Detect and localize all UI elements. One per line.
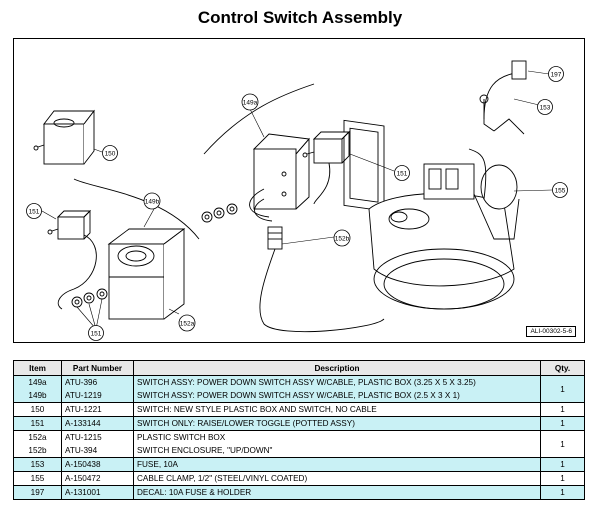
toggle-switch-151-left xyxy=(47,209,97,310)
part-cell: ATU-1215 xyxy=(61,430,134,444)
part-cell: ATU-1219 xyxy=(61,389,134,403)
callout-197: 197 xyxy=(548,66,564,82)
callout-152b: 152b xyxy=(333,229,351,247)
part-cell: A-150472 xyxy=(61,471,134,486)
header-part-number: Part Number xyxy=(61,360,134,376)
fuse-holder xyxy=(468,60,527,200)
qty-cell: 1 xyxy=(540,457,585,472)
nut-washer-set xyxy=(201,203,238,223)
toggle-switch-151-right xyxy=(302,130,351,205)
svg-text:150: 150 xyxy=(105,151,116,158)
table-row: 149a ATU-396 SWITCH ASSY: POWER DOWN SWI… xyxy=(13,375,585,403)
qty-cell: 1 xyxy=(540,402,585,417)
parts-table: Item Part Number Description Qty. 149a A… xyxy=(13,360,585,500)
header-description: Description xyxy=(133,360,541,376)
item-cell: 152b xyxy=(13,444,62,458)
item-cell: 153 xyxy=(13,457,62,472)
svg-text:149a: 149a xyxy=(243,100,258,107)
table-header-row: Item Part Number Description Qty. xyxy=(13,360,585,376)
svg-text:197: 197 xyxy=(551,72,562,79)
svg-text:155: 155 xyxy=(555,188,566,195)
switch-box-150 xyxy=(33,109,95,165)
svg-text:152b: 152b xyxy=(335,236,350,243)
callout-152a: 152a xyxy=(178,314,196,332)
qty-cell: 1 xyxy=(540,485,585,500)
description-cell: SWITCH: NEW STYLE PLASTIC BOX AND SWITCH… xyxy=(133,402,541,417)
part-cell: ATU-396 xyxy=(61,375,134,389)
table-row: 152b ATU-394 SWITCH ENCLOSURE, "UP/DOWN" xyxy=(13,444,585,458)
svg-text:153: 153 xyxy=(540,105,551,112)
power-unit xyxy=(368,163,520,310)
description-cell: SWITCH ONLY: RAISE/LOWER TOGGLE (POTTED … xyxy=(133,416,541,431)
description-cell: SWITCH ASSY: POWER DOWN SWITCH ASSY W/CA… xyxy=(133,375,541,389)
table-row: 149b ATU-1219 SWITCH ASSY: POWER DOWN SW… xyxy=(13,389,585,403)
table-row: 153 A-150438 FUSE, 10A 1 xyxy=(13,457,585,472)
qty-cell: 1 xyxy=(540,375,585,403)
callout-153: 153 xyxy=(537,99,553,115)
table-row: 155 A-150472 CABLE CLAMP, 1/2" (STEEL/VI… xyxy=(13,471,585,486)
header-item: Item xyxy=(13,360,62,376)
switch-enclosure-152b xyxy=(249,133,310,222)
description-cell: DECAL: 10A FUSE & HOLDER xyxy=(133,485,541,500)
toggle-nuts-151 xyxy=(71,288,108,308)
callout-155: 155 xyxy=(552,182,568,198)
description-cell: FUSE, 10A xyxy=(133,457,541,472)
qty-cell: 1 xyxy=(540,430,585,458)
part-cell: ATU-1221 xyxy=(61,402,134,417)
document-number: ALI-00302-5-6 xyxy=(526,326,576,337)
callout-151-bottom: 151 xyxy=(88,325,104,341)
exploded-view-drawing: 150 151 149b 152a 151 149a 152b 151 155 … xyxy=(13,38,585,343)
part-cell: A-131001 xyxy=(61,485,134,500)
callout-149b: 149b xyxy=(143,192,161,210)
description-cell: SWITCH ENCLOSURE, "UP/DOWN" xyxy=(133,444,541,458)
plastic-switch-box-152a xyxy=(107,228,186,320)
parts-illustration: 150 151 149b 152a 151 149a 152b 151 155 … xyxy=(26,60,568,341)
item-cell: 150 xyxy=(13,402,62,417)
svg-text:151: 151 xyxy=(29,209,40,216)
callout-151-right: 151 xyxy=(394,165,410,181)
table-row: 151 A-133144 SWITCH ONLY: RAISE/LOWER TO… xyxy=(13,416,585,431)
cable-gland xyxy=(259,226,385,333)
table-row: 152a ATU-1215 PLASTIC SWITCH BOX 1 xyxy=(13,430,585,458)
part-cell: ATU-394 xyxy=(61,444,134,458)
item-cell: 155 xyxy=(13,471,62,486)
item-cell: 197 xyxy=(13,485,62,500)
qty-cell: 1 xyxy=(540,416,585,431)
table-row: 150 ATU-1221 SWITCH: NEW STYLE PLASTIC B… xyxy=(13,402,585,417)
svg-text:149b: 149b xyxy=(145,199,160,206)
callout-151-left: 151 xyxy=(26,203,42,219)
item-cell: 149b xyxy=(13,389,62,403)
table-row: 197 A-131001 DECAL: 10A FUSE & HOLDER 1 xyxy=(13,485,585,500)
callout-150: 150 xyxy=(102,145,118,161)
description-cell: SWITCH ASSY: POWER DOWN SWITCH ASSY W/CA… xyxy=(133,389,541,403)
svg-text:151: 151 xyxy=(91,331,102,338)
description-cell: PLASTIC SWITCH BOX xyxy=(133,430,541,444)
item-cell: 152a xyxy=(13,430,62,444)
part-cell: A-150438 xyxy=(61,457,134,472)
description-cell: CABLE CLAMP, 1/2" (STEEL/VINYL COATED) xyxy=(133,471,541,486)
svg-text:152a: 152a xyxy=(180,321,195,328)
item-cell: 149a xyxy=(13,375,62,389)
item-cell: 151 xyxy=(13,416,62,431)
svg-text:151: 151 xyxy=(397,171,408,178)
page-title: Control Switch Assembly xyxy=(197,8,403,27)
part-cell: A-133144 xyxy=(61,416,134,431)
callout-149a: 149a xyxy=(241,93,259,111)
qty-cell: 1 xyxy=(540,471,585,486)
gasket-plate xyxy=(343,119,385,212)
callouts: 150 151 149b 152a 151 149a 152b 151 155 … xyxy=(26,66,568,341)
header-qty: Qty. xyxy=(540,360,585,376)
